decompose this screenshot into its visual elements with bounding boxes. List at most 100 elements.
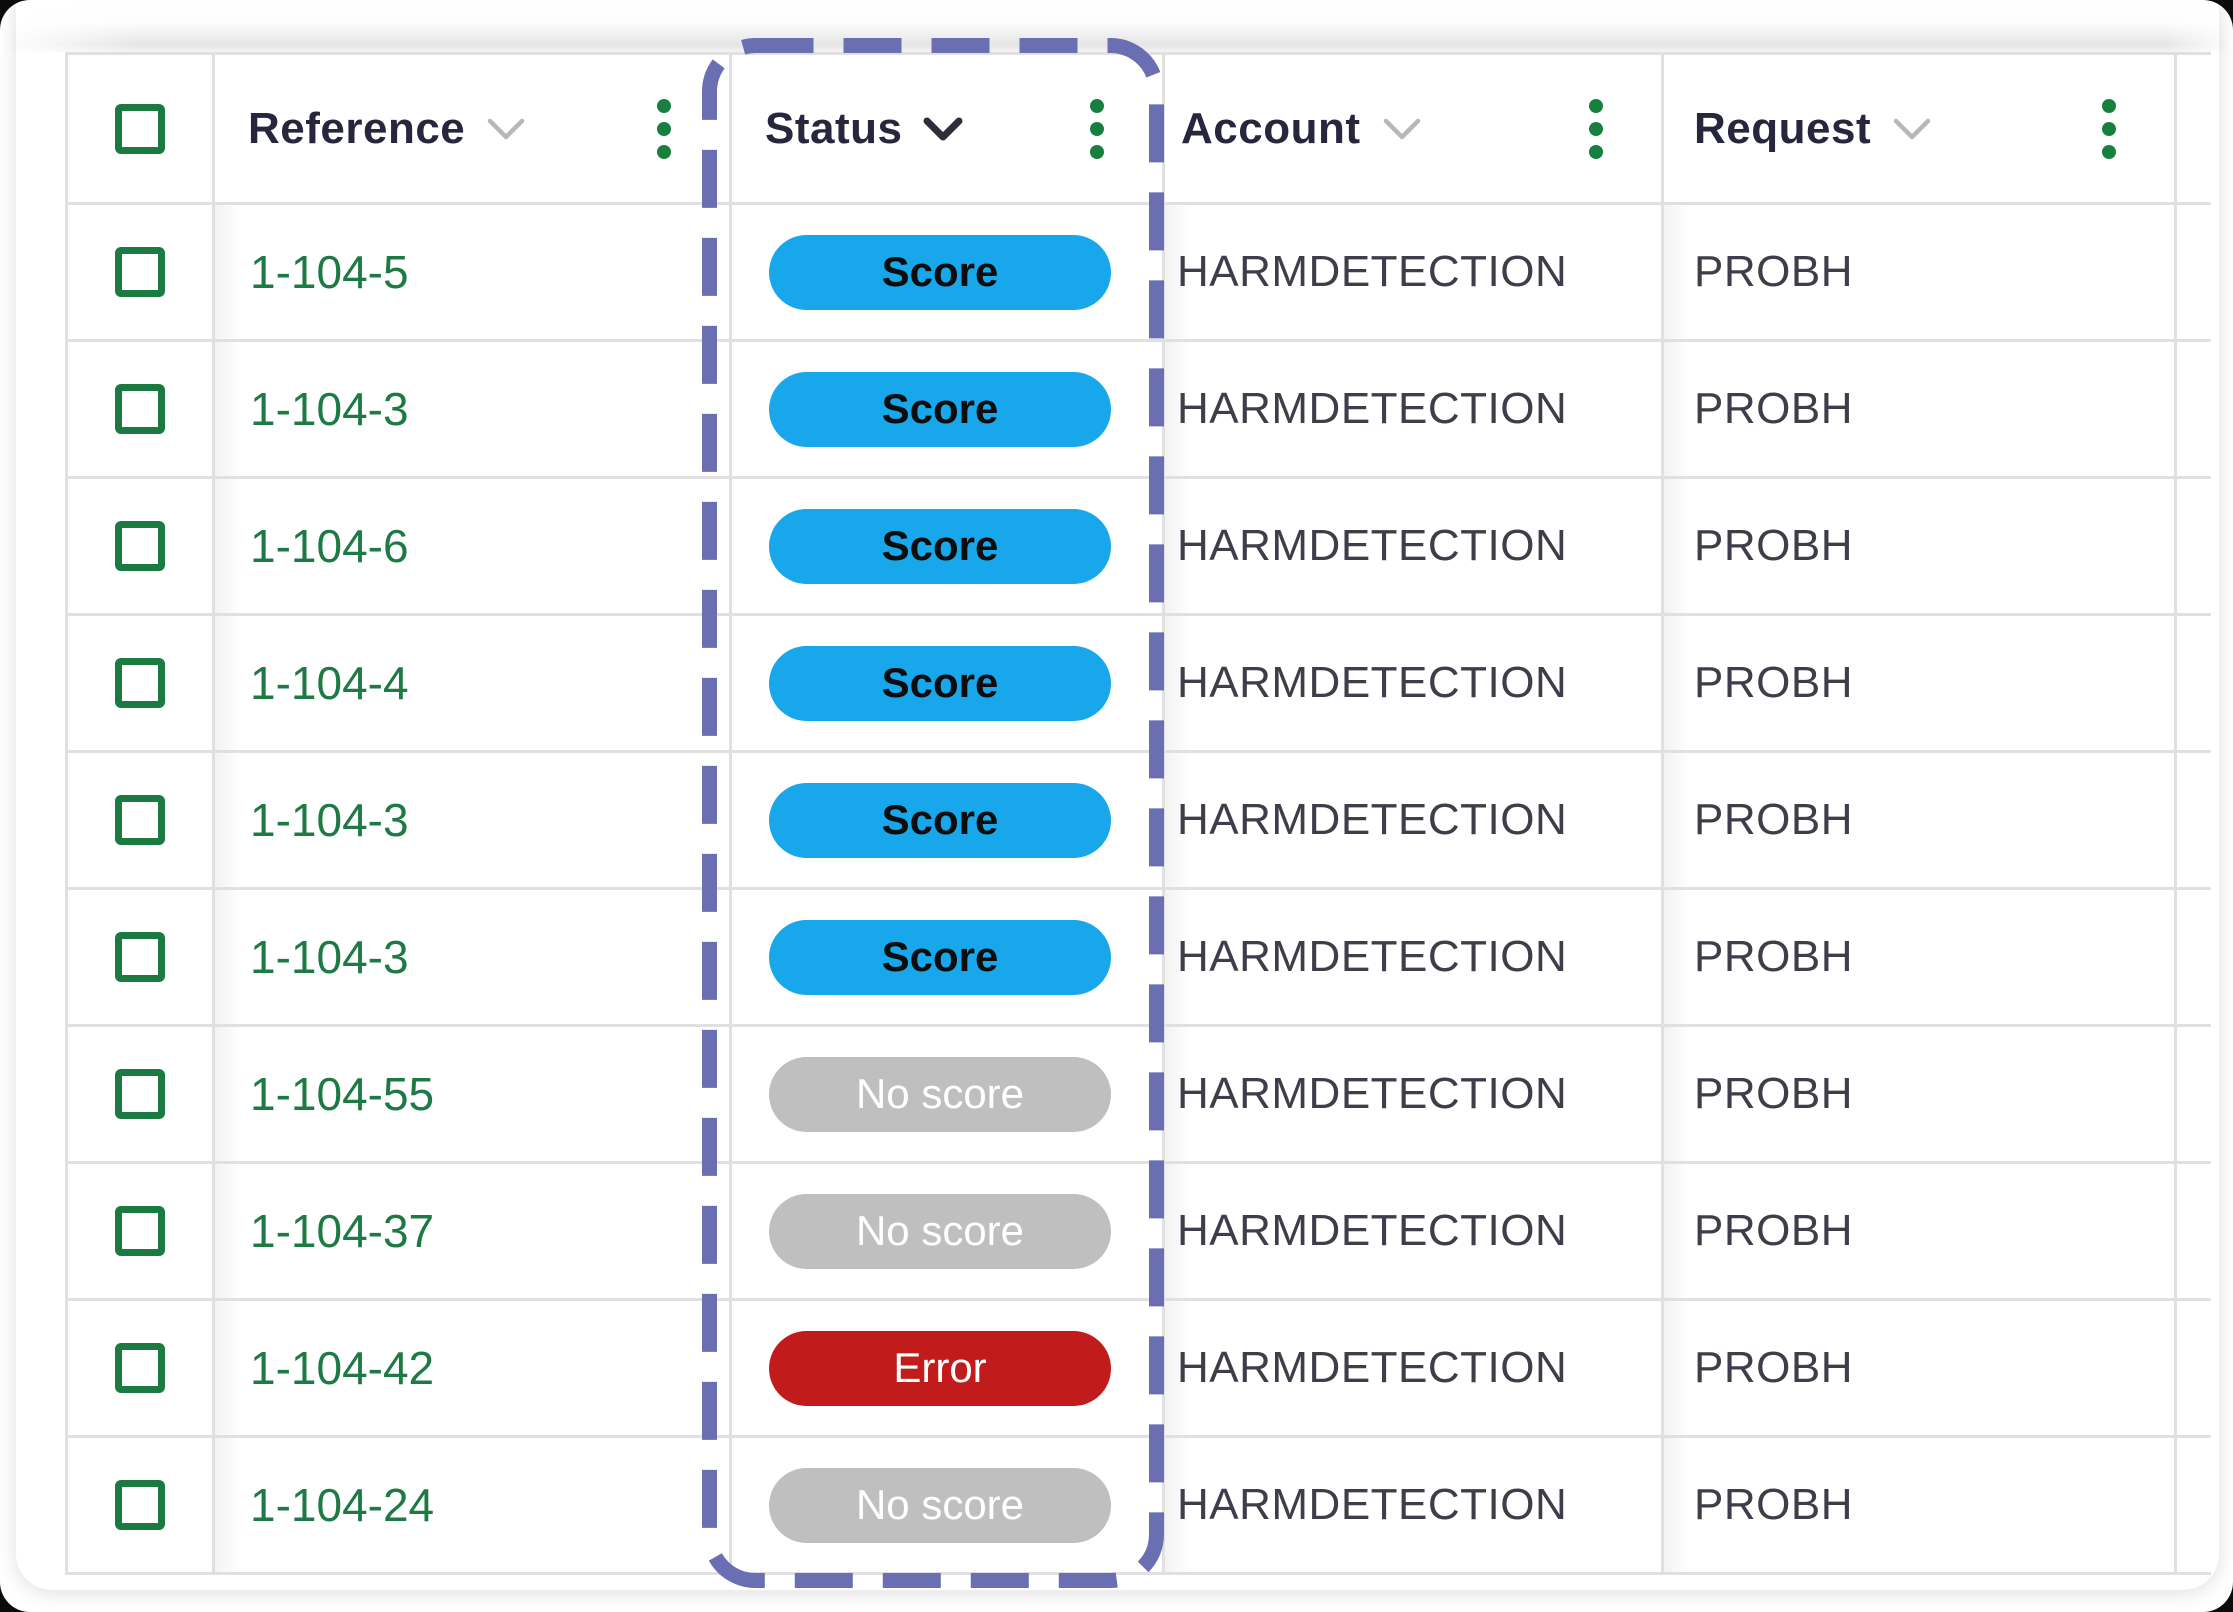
select-all-cell [65,52,215,205]
reference-link[interactable]: 1-104-6 [250,520,409,572]
row-checkbox[interactable] [115,1480,165,1530]
status-badge: Score [769,371,1111,447]
request-value: PROBH [1694,1343,1853,1392]
table-header-row: Reference Status Account Request [65,52,2211,205]
request-cell: PROBH [1664,479,2177,616]
reference-link[interactable]: 1-104-55 [250,1068,435,1120]
row-filler-cell [2177,205,2211,342]
reference-link[interactable]: 1-104-37 [250,1205,435,1257]
header-filler-cell [2177,52,2211,205]
request-value: PROBH [1694,384,1853,433]
account-cell: HARMDETECTION [1165,1027,1664,1164]
status-cell: Score [732,616,1165,753]
column-header-request: Request [1664,52,2177,205]
row-select-cell [65,342,215,479]
account-cell: HARMDETECTION [1165,890,1664,1027]
reference-link[interactable]: 1-104-5 [250,246,409,298]
select-all-checkbox[interactable] [115,103,165,154]
status-badge: No score [769,1056,1111,1132]
column-menu-kebab-icon[interactable] [1583,93,1609,165]
table-row[interactable]: 1-104-24 No score HARMDETECTION PROBH [65,1438,2211,1575]
table-row[interactable]: 1-104-5 Score HARMDETECTION PROBH [65,205,2211,342]
reference-link[interactable]: 1-104-4 [250,657,409,709]
column-header-reference: Reference [215,52,732,205]
status-badge: Score [769,645,1111,721]
table-row[interactable]: 1-104-3 Score HARMDETECTION PROBH [65,342,2211,479]
column-menu-kebab-icon[interactable] [2096,93,2122,165]
column-header-label[interactable]: Status [765,103,903,153]
table-row[interactable]: 1-104-42 Error HARMDETECTION PROBH [65,1301,2211,1438]
request-cell: PROBH [1664,753,2177,890]
status-cell: Error [732,1301,1165,1438]
reference-link[interactable]: 1-104-24 [250,1479,435,1531]
table-row[interactable]: 1-104-6 Score HARMDETECTION PROBH [65,479,2211,616]
reference-cell: 1-104-37 [215,1164,732,1301]
reference-link[interactable]: 1-104-3 [250,383,409,435]
account-value: HARMDETECTION [1177,384,1568,433]
chevron-down-icon[interactable] [1381,116,1423,142]
row-filler-cell [2177,1027,2211,1164]
row-checkbox[interactable] [115,1343,165,1393]
account-cell: HARMDETECTION [1165,205,1664,342]
table-body: 1-104-5 Score HARMDETECTION PROBH 1-104-… [65,205,2211,1575]
column-header-label[interactable]: Account [1181,103,1361,153]
status-badge: Score [769,782,1111,858]
chevron-down-icon[interactable] [1891,116,1933,142]
table-row[interactable]: 1-104-55 No score HARMDETECTION PROBH [65,1027,2211,1164]
row-checkbox[interactable] [115,795,165,845]
row-checkbox[interactable] [115,384,165,434]
status-badge: No score [769,1193,1111,1269]
account-value: HARMDETECTION [1177,1069,1568,1118]
status-cell: Score [732,342,1165,479]
row-filler-cell [2177,479,2211,616]
table-row[interactable]: 1-104-4 Score HARMDETECTION PROBH [65,616,2211,753]
account-value: HARMDETECTION [1177,247,1568,296]
request-value: PROBH [1694,658,1853,707]
column-header-label[interactable]: Reference [248,103,466,153]
account-cell: HARMDETECTION [1165,1164,1664,1301]
column-header-label[interactable]: Request [1694,103,1872,153]
request-cell: PROBH [1664,205,2177,342]
request-cell: PROBH [1664,1438,2177,1575]
row-checkbox[interactable] [115,247,165,297]
row-filler-cell [2177,1164,2211,1301]
table-row[interactable]: 1-104-37 No score HARMDETECTION PROBH [65,1164,2211,1301]
data-table: Reference Status Account Request 1-104-5 [65,52,2211,1575]
reference-cell: 1-104-3 [215,890,732,1027]
account-value: HARMDETECTION [1177,521,1568,570]
column-header-account: Account [1165,52,1664,205]
chevron-down-icon[interactable] [485,116,527,142]
reference-cell: 1-104-4 [215,616,732,753]
row-checkbox[interactable] [115,1069,165,1119]
row-select-cell [65,205,215,342]
request-value: PROBH [1694,1069,1853,1118]
column-header-status: Status [732,52,1165,205]
row-select-cell [65,890,215,1027]
row-filler-cell [2177,1438,2211,1575]
status-cell: No score [732,1027,1165,1164]
account-value: HARMDETECTION [1177,1480,1568,1529]
request-value: PROBH [1694,1206,1853,1255]
row-filler-cell [2177,616,2211,753]
status-badge: No score [769,1467,1111,1543]
reference-link[interactable]: 1-104-3 [250,931,409,983]
row-checkbox[interactable] [115,521,165,571]
request-value: PROBH [1694,1480,1853,1529]
top-scroll-shade [0,0,2233,52]
chevron-down-icon[interactable] [922,116,964,142]
row-checkbox[interactable] [115,658,165,708]
status-badge: Score [769,508,1111,584]
column-menu-kebab-icon[interactable] [651,93,677,165]
request-cell: PROBH [1664,1027,2177,1164]
reference-cell: 1-104-42 [215,1301,732,1438]
status-cell: Score [732,753,1165,890]
reference-link[interactable]: 1-104-42 [250,1342,435,1394]
table-row[interactable]: 1-104-3 Score HARMDETECTION PROBH [65,753,2211,890]
row-checkbox[interactable] [115,932,165,982]
row-checkbox[interactable] [115,1206,165,1256]
column-menu-kebab-icon[interactable] [1084,93,1110,165]
account-value: HARMDETECTION [1177,795,1568,844]
table-row[interactable]: 1-104-3 Score HARMDETECTION PROBH [65,890,2211,1027]
reference-link[interactable]: 1-104-3 [250,794,409,846]
